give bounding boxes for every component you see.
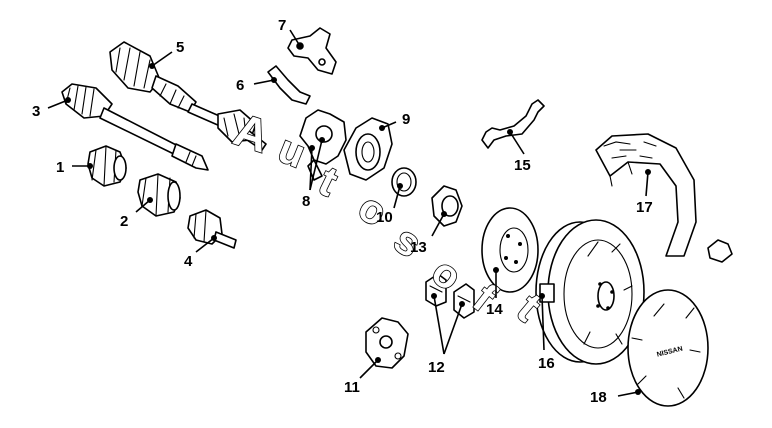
valve-stem[interactable] <box>707 239 733 263</box>
callout-13: 13 <box>410 239 427 256</box>
callout-2: 2 <box>120 213 128 230</box>
part-15-brake-hose[interactable] <box>481 99 545 149</box>
part-17-tire-section[interactable] <box>595 133 697 257</box>
part-6-link-arm[interactable] <box>267 65 311 105</box>
callout-3: 3 <box>32 103 40 120</box>
part-5-drive-shaft[interactable] <box>109 41 267 151</box>
part-2-boot[interactable] <box>137 173 181 217</box>
part-13-hub[interactable] <box>431 185 463 227</box>
callout-11: 11 <box>344 379 360 396</box>
leader-lines <box>47 29 651 397</box>
callout-12: 12 <box>428 359 445 376</box>
callout-16: 16 <box>538 355 555 372</box>
part-12-brake-pads[interactable] <box>425 273 475 319</box>
callout-14: 14 <box>486 301 503 318</box>
part-1-boot[interactable] <box>87 145 127 187</box>
callout-5: 5 <box>176 39 184 56</box>
part-9-backing-plate[interactable] <box>343 117 393 181</box>
callout-15: 15 <box>514 157 531 174</box>
callout-18: 18 <box>590 389 607 406</box>
callout-4: 4 <box>184 253 193 270</box>
callout-10: 10 <box>376 209 393 226</box>
callout-17: 17 <box>636 199 653 216</box>
callout-8: 8 <box>302 193 310 210</box>
watermark-letter: u <box>272 127 311 177</box>
part-4-cv-joint[interactable] <box>187 209 237 249</box>
part-18-hubcap[interactable]: NISSAN <box>627 289 709 407</box>
callout-1: 1 <box>56 159 64 176</box>
part-7-bracket[interactable] <box>287 27 337 75</box>
callout-9: 9 <box>402 111 410 128</box>
callout-7: 7 <box>278 17 286 34</box>
part-16-wheel[interactable] <box>535 219 645 365</box>
part-11-caliper-bracket[interactable] <box>365 317 409 369</box>
callout-6: 6 <box>236 77 244 94</box>
part-10-bearing[interactable] <box>391 167 417 197</box>
part-3-drive-shaft[interactable] <box>61 83 209 171</box>
callouts: 1 2 3 4 5 6 7 8 9 10 11 12 13 14 15 16 1… <box>32 17 653 406</box>
